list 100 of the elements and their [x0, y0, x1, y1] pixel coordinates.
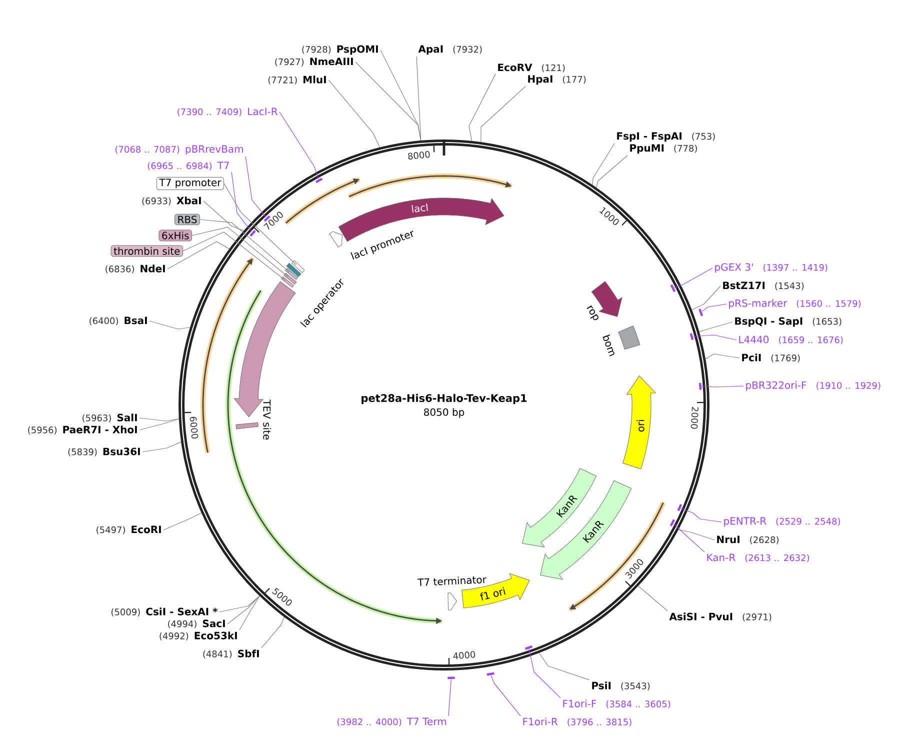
leader-line	[528, 648, 561, 698]
feature-block: ori	[622, 376, 656, 470]
primer-mark	[448, 676, 455, 680]
site-label: AsiSI - PvuI (2971)	[669, 612, 772, 622]
site-label: (7927) NmeAIII	[275, 58, 353, 66]
feature-block	[234, 281, 296, 418]
site-label: FspI - FspAI (753)	[617, 132, 715, 142]
leader-line	[224, 183, 296, 266]
orf-band	[200, 256, 255, 454]
primer-mark	[524, 645, 533, 650]
leader-line	[702, 386, 744, 388]
leader-line	[416, 56, 422, 141]
label-box: T7 promoter	[156, 176, 224, 190]
site-label: (5009) CsiI - SexAI *	[111, 608, 218, 616]
feature-label: rop	[586, 305, 598, 320]
site-label: NruI (2628)	[717, 536, 778, 544]
leader-line	[448, 679, 452, 716]
leader-line	[538, 652, 590, 680]
leader-line	[261, 616, 285, 648]
site-label: BspQI - SapI (1653)	[735, 317, 842, 327]
leader-line	[279, 112, 319, 180]
site-label: (6836) NdeI	[106, 264, 165, 274]
primer-mark	[250, 230, 256, 237]
primer-label: pBR322ori-F (1910 .. 1929)	[746, 381, 880, 391]
label-box: 6xHis	[158, 230, 192, 242]
site-label: BstZ17I (1543)	[723, 282, 804, 290]
primer-mark	[670, 284, 676, 292]
leader-line	[328, 80, 380, 148]
site-label: HpaI (177)	[528, 75, 586, 85]
site-label: (4992) Eco53kI	[160, 632, 237, 640]
site-label: (7721) MluI	[268, 76, 326, 84]
site-label: PciI (1769)	[742, 354, 800, 362]
label-box: RBS	[174, 214, 200, 226]
leader-line	[468, 74, 496, 142]
leader-line	[490, 675, 521, 716]
site-label: PsiI (3543)	[592, 682, 650, 690]
leader-line	[227, 596, 260, 624]
site-label: (6933) XbaI	[142, 196, 201, 206]
site-label: (6400) BsaI	[90, 316, 147, 326]
leader-line	[231, 172, 252, 232]
leader-line	[245, 156, 266, 218]
primer-label: (7068 .. 7087) pBRrevBam	[116, 145, 243, 155]
leader-line	[592, 143, 615, 186]
primer-mark	[486, 672, 494, 676]
scale-number: 4000	[453, 651, 476, 660]
leader-line	[480, 86, 526, 142]
primer-label: (6965 .. 6984) T7	[148, 162, 229, 170]
leader-line	[638, 586, 668, 612]
site-label: (7928) PspOMI	[302, 45, 378, 55]
orf-band	[348, 174, 512, 199]
plasmid-size: 8050 bp	[424, 408, 464, 418]
orf-band	[284, 176, 360, 225]
feature-bar	[284, 272, 297, 284]
leader-line	[355, 62, 422, 141]
feature-label: bom	[602, 334, 614, 356]
leader-line	[678, 529, 715, 540]
feature-bar	[280, 276, 294, 288]
feature-label: TEV site	[263, 400, 271, 440]
primer-label: Kan-R (2613 .. 2632)	[707, 554, 810, 562]
site-label: (5963) SalI	[82, 414, 137, 422]
leader-line	[149, 320, 190, 330]
primer-label: F1ori-F (3584 .. 3605)	[563, 700, 670, 708]
primer-label: F1ori-R (3796 .. 3815)	[523, 718, 632, 726]
leader-line	[139, 418, 180, 422]
feature-bar	[292, 260, 305, 273]
leader-line	[692, 286, 721, 310]
leader-line	[142, 442, 182, 452]
scale-number: 8000	[408, 151, 430, 160]
plasmid-name: pet28a-His6-Halo-Tev-Keap1	[362, 394, 527, 404]
leader-line	[698, 322, 733, 332]
leader-line	[182, 232, 286, 281]
leader-line	[674, 268, 713, 288]
site-label: (5497) EcoRI	[96, 526, 161, 534]
primer-mark	[670, 519, 675, 526]
site-label: PpuMI (778)	[630, 144, 697, 154]
site-label: (5839) Bsu36I	[68, 448, 140, 456]
leader-line	[680, 508, 722, 522]
leader-line	[596, 155, 628, 188]
leader-line	[239, 596, 260, 630]
leader-line	[674, 524, 705, 552]
leader-line	[705, 354, 740, 360]
primer-label: L4440 (1659 .. 1676)	[739, 336, 843, 344]
primer-label: (7390 .. 7409) LacI-R	[178, 108, 278, 116]
leader-line	[167, 241, 230, 270]
leader-line	[203, 200, 244, 232]
label-box: thrombin site	[110, 245, 183, 257]
feature-bar	[285, 268, 298, 280]
scale-number: 2000	[690, 406, 699, 429]
leader-line	[219, 596, 260, 612]
primer-mark	[315, 178, 323, 184]
primer-label: pGEX 3' (1397 .. 1419)	[715, 263, 828, 273]
primer-mark	[690, 333, 694, 340]
site-label: ApaI (7932)	[418, 45, 482, 55]
site-label: (4994) SacI	[168, 620, 225, 628]
leader-line	[192, 226, 289, 278]
leader-line	[200, 219, 290, 273]
leader-line	[692, 334, 737, 340]
primer-label: (3982 .. 4000) T7 Term	[337, 718, 446, 726]
primer-mark	[677, 504, 682, 512]
primer-label: pENTR-R (2529 .. 2548)	[724, 517, 840, 527]
